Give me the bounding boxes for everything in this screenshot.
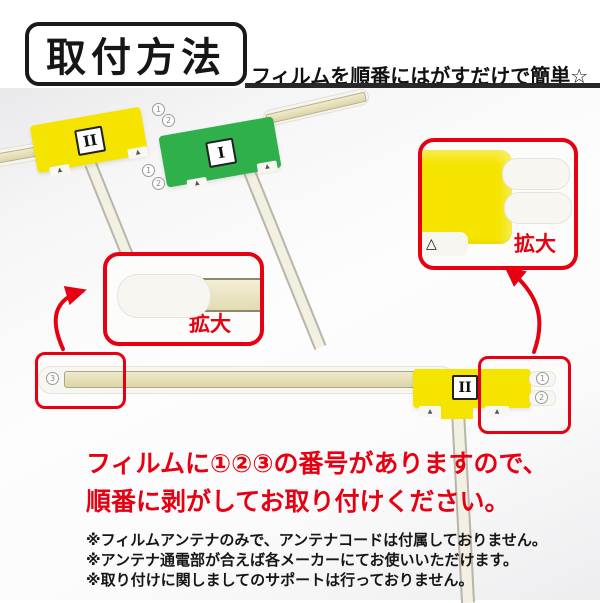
magnifier-callout-top-right: 1 2 △ 拡大 [418,138,578,270]
page-title: 取付方法 [46,35,226,81]
subtitle-underline [245,83,600,88]
zoom-label: 拡大 [514,232,556,256]
peel-tab: ▲ [485,406,509,417]
marker-circle-3: 3 [46,372,59,385]
enlarged-tab-2 [504,192,572,224]
enlarged-yellow-film [422,150,512,244]
green-film-label: I [205,137,238,169]
instruction-line-2: 順番に剥がしてお取り付けください。 [86,487,510,516]
note-line-1: ※フィルムアンテナのみで、アンテナコードは付属しておりません。 [86,531,547,549]
triangle-outline-icon: △ [426,236,437,252]
triangle-icon: ▲ [56,166,63,174]
highlight-box-right-end [478,356,571,434]
enlarged-tab-1 [502,158,570,190]
marker-circle-2: 2 [162,114,175,127]
yellow-film-label: II [452,375,478,400]
marker-circle-1: 1 [536,372,549,385]
marker-circle-2: 2 [152,177,165,190]
peel-tab: ▲ [419,406,441,417]
magnifier-callout-left: 3 拡大 [103,252,264,346]
enlarged-peel-tab: △ [422,232,468,256]
triangle-icon: ▲ [194,179,200,187]
highlight-box-left-end [35,352,126,409]
triangle-icon: ▲ [427,407,433,415]
note-line-3: ※取り付けに関しましてのサポートは行っておりません。 [86,571,474,589]
title-box: 取付方法 [25,22,247,86]
film-step [441,405,473,419]
note-line-2: ※アンテナ通電部が合えば各メーカーにてお使いいただけます。 [86,551,519,569]
marker-circle-1: 1 [152,103,165,116]
yellow-film-label: II [74,125,107,157]
marker-circle-2: 2 [535,391,548,404]
triangle-icon: ▲ [134,148,141,157]
marker-circle-1: 1 [142,164,155,177]
instruction-line-1: フィルムに①②③の番号がありますので、 [86,449,548,478]
triangle-icon: ▲ [494,407,500,415]
yellow-film-bottom: II ▲ ▲ [413,369,531,419]
triangle-icon: ▲ [264,162,271,171]
enlarged-pill-end [117,274,211,318]
